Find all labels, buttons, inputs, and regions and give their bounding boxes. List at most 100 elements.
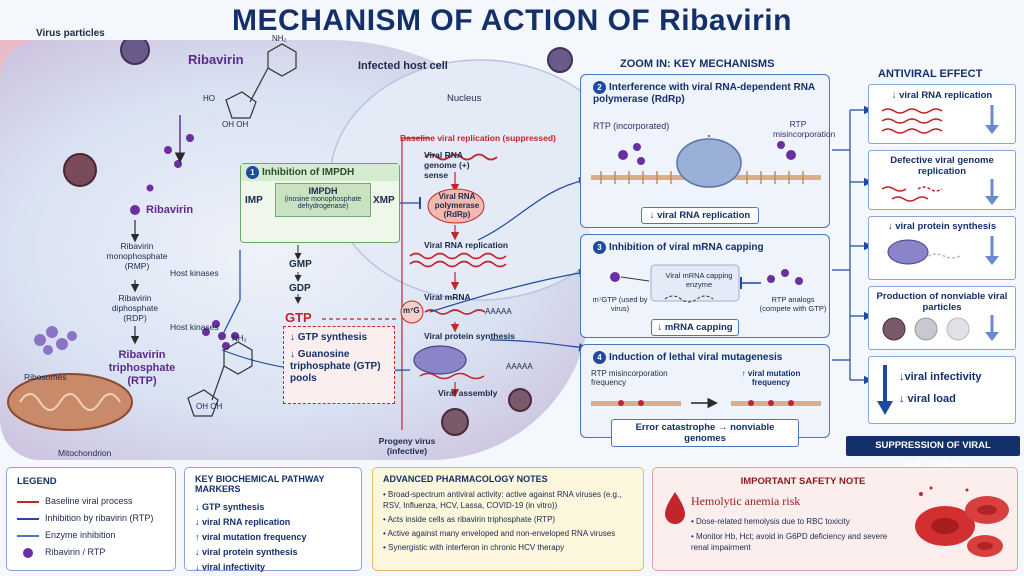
impdh-enzyme-name: IMPDH <box>308 186 338 196</box>
rtp-misinc-frequency-label: RTP misincorporation frequency <box>591 369 668 387</box>
note-item: • Synergistic with interferon in chronic… <box>383 543 565 552</box>
rtp-incorporated-label: RTP (incorporated) <box>593 121 670 131</box>
capping-panel-title-text: Inhibition of viral mRNA capping <box>609 242 764 253</box>
effect-1-illustration <box>881 105 999 134</box>
impdh-enzyme: IMPDH (inosine monophosphate dehydrogena… <box>275 183 371 217</box>
viral-mrna-label: Viral mRNA <box>424 292 471 302</box>
step-3-badge: 3 <box>593 241 606 254</box>
rdrp-label: Viral RNA polymerase (RdRp) <box>434 192 480 219</box>
ribosomes-label: Ribosomes <box>24 372 67 382</box>
effect-4-illustration <box>882 315 999 341</box>
safety-title: IMPORTANT SAFETY NOTE <box>740 476 866 487</box>
note-item: • Broad-spectrum antiviral activity: act… <box>383 490 622 510</box>
nh2-label-bottom: NH₂ <box>232 334 247 343</box>
marker-item: ↓ viral infectivity <box>195 562 266 572</box>
gmp-label: GMP <box>289 259 312 270</box>
legend-box: LEGEND Baseline viral process Inhibition… <box>6 467 176 571</box>
gdp-label: GDP <box>289 283 311 294</box>
rdrp-panel-title-text: Interference with viral RNA-dependent RN… <box>593 82 815 105</box>
pharmacology-notes-box: ADVANCED PHARMACOLOGY NOTES • Broad-spec… <box>372 467 644 571</box>
down-arrow-icon <box>877 365 893 415</box>
marker-item: ↓ viral protein synthesis <box>195 547 298 557</box>
progeny-virus-label: Progeny virus (infective) <box>378 436 436 456</box>
legend-title: LEGEND <box>17 476 57 487</box>
safety-subtitle: Hemolytic anemia risk <box>691 494 801 508</box>
ribavirin-structure-label: Ribavirin <box>188 52 244 67</box>
viral-assembly-label: Viral assembly <box>438 388 498 398</box>
baseline-replication-label: Baseline viral replication (suppressed) <box>400 133 556 143</box>
notes-title: ADVANCED PHARMACOLOGY NOTES <box>383 474 548 484</box>
red-blood-cells-icon <box>915 486 1009 557</box>
impdh-header-text: Inhibition of IMPDH <box>262 167 355 178</box>
mutation-frequency-label: ↑ viral mutation frequency <box>741 369 801 387</box>
legend-item-inhibition-rtp: Inhibition by ribavirin (RTP) <box>17 510 175 527</box>
rdp-label: Ribavirin diphosphate (RDP) <box>111 293 159 323</box>
effect-defective-genome: Defective viral genome replication <box>868 150 1016 210</box>
safety-item: • Monitor Hb, Hct; avoid in G6PD deficie… <box>691 532 888 552</box>
host-kinases-1-label: Host kinases <box>170 268 219 278</box>
markers-box: KEY BIOCHEMICAL PATHWAY MARKERS ↓ GTP sy… <box>184 467 362 572</box>
effect-1-text: ↓ viral RNA replication <box>891 90 993 101</box>
rtp-analogs-label: RTP analogs (compete with GTP) <box>759 295 827 313</box>
virus-particles-label: Virus particles <box>36 28 105 39</box>
legend-item-enzyme-inhibition: Enzyme inhibition <box>17 527 175 544</box>
capping-illustration <box>610 264 803 303</box>
mutagenesis-result-pill: Error catastrophe → nonviable genomes <box>611 419 799 447</box>
m7g-cap-label: m⁷G <box>403 306 420 315</box>
step-4-badge: 4 <box>593 351 606 364</box>
nucleus-label: Nucleus <box>447 93 482 104</box>
imp-label: IMP <box>245 195 263 206</box>
effect-rna-replication: ↓ viral RNA replication <box>868 84 1016 144</box>
effect-3-illustration <box>887 236 999 265</box>
effect-2-illustration <box>881 179 999 205</box>
rmp-label: Ribavirin monophosphate (RMP) <box>106 241 168 271</box>
safety-note-box: IMPORTANT SAFETY NOTE Hemolytic anemia r… <box>652 467 1018 571</box>
ho-label: HO <box>203 94 215 103</box>
host-kinases-2-label: Host kinases <box>170 322 219 332</box>
impdh-enzyme-subtitle: (inosine monophosphate dehydrogenase) <box>284 196 362 210</box>
mitochondrion-shape <box>7 373 133 431</box>
effect-connectors <box>832 105 873 385</box>
effect-protein-synthesis: ↓ viral protein synthesis <box>868 216 1016 280</box>
rtp-misincorporation-label: RTP misincorporation <box>773 119 836 139</box>
oh-label-bottom: OH OH <box>196 402 223 411</box>
mitochondrion-label: Mitochondrion <box>58 448 112 458</box>
blood-drop-icon <box>665 492 685 524</box>
viral-genome-label: Viral RNA genome (+) sense <box>424 150 470 180</box>
gtp-pools-text: ↓ Guanosine triphosphate (GTP) pools <box>290 349 381 384</box>
marker-item: ↑ viral mutation frequency <box>195 532 307 542</box>
effect-infectivity-load: ↓viral infectivity ↓ viral load <box>868 356 1016 424</box>
gtp-depletion-box: ↓ GTP synthesis ↓ Guanosine triphosphate… <box>283 326 395 404</box>
ribavirin-label: Ribavirin <box>146 204 194 216</box>
marker-item: ↓ GTP synthesis <box>195 502 265 512</box>
gtp-label: GTP <box>285 310 312 325</box>
legend-item-baseline: Baseline viral process <box>17 493 175 510</box>
xmp-label: XMP <box>373 195 395 206</box>
effect-5b-text: ↓ viral load <box>899 393 956 405</box>
effect-title: ANTIVIRAL EFFECT <box>878 68 983 80</box>
rna-replication-label: Viral RNA replication <box>424 240 509 250</box>
capping-enzyme-label: Viral mRNA capping enzyme <box>665 271 733 289</box>
step-1-badge: 1 <box>246 166 259 179</box>
virus-particle-icons <box>63 40 573 436</box>
legend-item-ribavirin: Ribavirin / RTP <box>17 544 175 561</box>
polya-tail-1: AAAAA <box>485 307 512 316</box>
effect-3-text: ↓ viral protein synthesis <box>887 221 997 232</box>
page-title: MECHANISM OF ACTION OF Ribavirin <box>232 4 792 37</box>
rdrp-illustration <box>591 135 821 188</box>
mutagenesis-panel-title-text: Induction of lethal viral mutagenesis <box>609 352 783 363</box>
oh-label-top: OH OH <box>222 120 249 129</box>
nh2-label-top: NH₂ <box>272 34 287 43</box>
polya-tail-2: AAAAA <box>506 362 533 371</box>
infected-cell-label: Infected host cell <box>358 60 448 72</box>
note-item: • Acts inside cells as ribavirin triphos… <box>383 515 556 524</box>
rtp-label: Ribavirin triphosphate (RTP) <box>108 349 176 387</box>
zoom-title: ZOOM IN: KEY MECHANISMS <box>620 58 775 70</box>
markers-title: KEY BIOCHEMICAL PATHWAY MARKERS <box>195 474 325 494</box>
gtp-synthesis-text: ↓ GTP synthesis <box>290 332 368 343</box>
